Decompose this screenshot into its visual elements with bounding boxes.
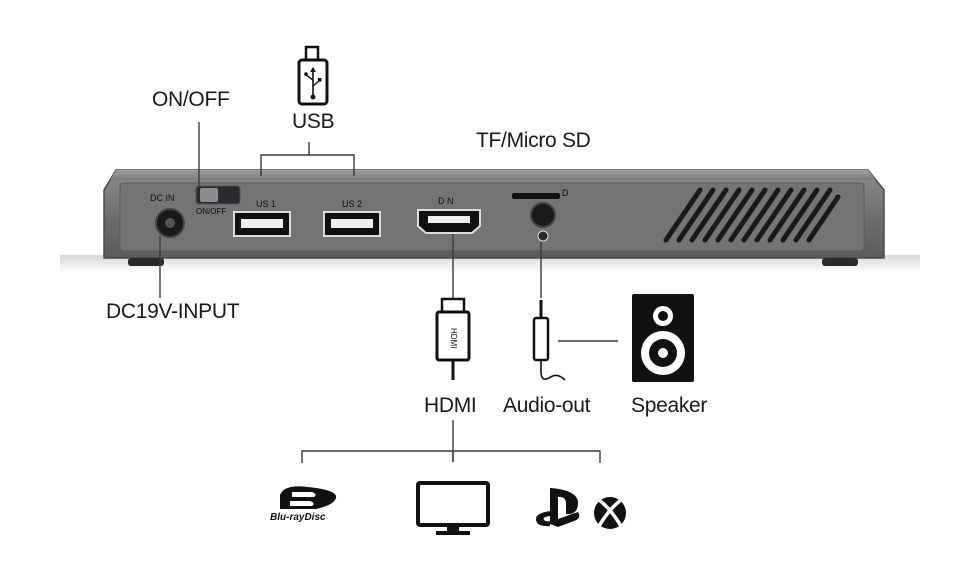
usb-stick-icon	[297, 45, 329, 106]
tf-micro-sd-label: TF/Micro SD	[476, 129, 591, 152]
playstation-icon	[536, 488, 580, 527]
hdmi-port-marking: D N	[438, 196, 454, 206]
speaker-label: Speaker	[631, 394, 708, 417]
usb-port-1	[233, 211, 291, 237]
mini-pc-device	[103, 169, 885, 266]
bluray-logo-text: Blu-rayDisc	[270, 512, 326, 523]
hdmi-cable-marking: HDMI	[449, 328, 458, 349]
usb-port-2	[323, 211, 381, 237]
usb2-marking: US 2	[342, 199, 363, 209]
speaker-icon	[632, 294, 694, 382]
usb1-marking: US 1	[256, 199, 277, 209]
bluray-icon	[280, 486, 337, 509]
hdmi-port	[417, 209, 481, 234]
power-switch	[195, 185, 241, 205]
hdmi-label: HDMI	[424, 394, 477, 417]
audio-jack	[530, 202, 556, 242]
dc-in-port	[155, 208, 185, 238]
floor-shadow	[60, 255, 920, 273]
dc-input-label: DC19V-INPUT	[106, 300, 240, 323]
audio-plug-icon	[532, 300, 566, 381]
usb-label: USB	[292, 110, 335, 133]
monitor-icon	[416, 481, 490, 535]
sd-card-slot	[512, 193, 560, 199]
connector-lines	[159, 122, 618, 463]
sd-marking: D	[562, 188, 569, 198]
switch-marking: ON/OFF	[196, 207, 227, 216]
on-off-label: ON/OFF	[152, 88, 230, 111]
xbox-icon	[594, 497, 626, 529]
audio-out-label: Audio-out	[503, 394, 591, 417]
dc-in-marking: DC IN	[150, 193, 175, 203]
hdmi-cable-icon	[435, 297, 471, 380]
cooling-vents	[663, 187, 841, 243]
